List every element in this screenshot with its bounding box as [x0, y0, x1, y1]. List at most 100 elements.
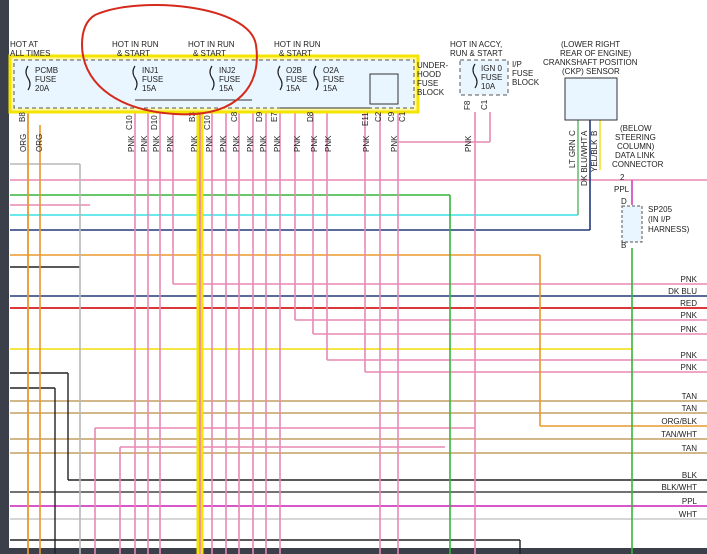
- right-wire-label: PNK: [681, 325, 698, 334]
- vertical-wire-label: PNK: [293, 135, 302, 152]
- right-wire-label: RED: [680, 299, 697, 308]
- ckp-pin-c: C: [568, 130, 577, 136]
- underhood-label: UNDER- HOOD FUSE BLOCK: [417, 61, 448, 97]
- fuse-name: O2A: [323, 66, 340, 75]
- pin-c10b: C10: [203, 115, 212, 130]
- pin-e11: E11: [361, 112, 370, 126]
- dlc-line: DATA LINK: [615, 151, 655, 160]
- vertical-wire-label: PNK: [205, 135, 214, 152]
- vertical-wire-label: PNK: [166, 135, 175, 152]
- vertical-wire-label: PNK: [310, 135, 319, 152]
- vertical-wire-labels: ORG ORG PNK PNK PNK PNK PNK PNK PNK PNK PNK PNK PNK P…: [19, 134, 473, 152]
- fuse-word: FUSE: [323, 75, 344, 84]
- fuse-symbol: [313, 65, 319, 91]
- dlc-wire: PPL: [614, 185, 630, 194]
- right-wire-label: TAN: [682, 444, 698, 453]
- right-wire-label: PNK: [681, 363, 698, 372]
- fuse-symbol: [209, 65, 215, 91]
- dlc-line: COLUMN): [617, 142, 655, 151]
- hot-label-2: & START: [279, 49, 312, 58]
- left-edge-bar: [0, 0, 9, 554]
- label-line: HOOD: [417, 70, 441, 79]
- pin-c2: C2: [374, 111, 383, 122]
- horizontal-wires: [10, 163, 707, 541]
- vertical-wire-label: PNK: [273, 135, 282, 152]
- vertical-wire-label: PNK: [324, 135, 333, 152]
- right-wire-label: TAN/WHT: [661, 430, 697, 439]
- fuse-symbol: [25, 65, 31, 91]
- vertical-wire-label: PNK: [232, 135, 241, 152]
- dlc-line: (BELOW: [620, 124, 652, 133]
- ckp-box: [564, 77, 618, 121]
- fuse-symbol: [472, 63, 478, 89]
- right-wire-label: PNK: [681, 351, 698, 360]
- hot-label-2: & START: [193, 49, 226, 58]
- hot-label-2: & START: [117, 49, 150, 58]
- dlc-line: CONNECTOR: [612, 160, 664, 169]
- right-wire-label: ORG/BLK: [661, 417, 697, 426]
- vertical-wire-label: ORG: [35, 134, 44, 152]
- right-wire-label: WHT: [679, 510, 697, 519]
- hot-label-1: HOT IN RUN: [274, 40, 321, 49]
- pin-c9: C9: [387, 111, 396, 122]
- ip-label-line: FUSE: [512, 69, 533, 78]
- fuse-o2b: O2B FUSE 15A HOT IN RUN & START: [274, 40, 321, 93]
- ckp-sensor: (LOWER RIGHT REAR OF ENGINE) CRANKSHAFT …: [543, 40, 638, 186]
- fuse-word: FUSE: [286, 75, 307, 84]
- fuse-name: O2B: [286, 66, 302, 75]
- fuse-amp: 15A: [142, 84, 157, 93]
- vertical-wire-label: PNK: [362, 135, 371, 152]
- right-wire-label: TAN: [682, 392, 698, 401]
- vertical-wire-label: PNK: [259, 135, 268, 152]
- red-annotation-circle: [80, 4, 258, 116]
- ckp-title-line: REAR OF ENGINE): [560, 49, 631, 58]
- label-line: UNDER-: [417, 61, 448, 70]
- pin-d10: D10: [150, 115, 159, 130]
- bus-link: [369, 73, 399, 105]
- fuse-o2a: O2A FUSE 15A: [313, 65, 344, 93]
- vertical-wire-label: ORG: [19, 134, 28, 152]
- right-wire-label: DK BLU: [668, 287, 697, 296]
- pin-c10: C10: [125, 115, 134, 130]
- fuse-block-pins: B8 C10 D10 B3 C10 C8 D9 E7 D8 E11 C2 C9 …: [18, 111, 407, 130]
- ckp-title-line: (LOWER RIGHT: [561, 40, 620, 49]
- pin-e7: E7: [270, 112, 279, 122]
- fuse-amp: 20A: [35, 84, 50, 93]
- fuse-name: INJ2: [219, 66, 236, 75]
- fuse-inj1: INJ1 FUSE 15A HOT IN RUN & START: [112, 40, 163, 93]
- pin-d9: D9: [255, 111, 264, 122]
- ip-label-line: I/P: [512, 60, 522, 69]
- fuse-name: INJ1: [142, 66, 159, 75]
- vertical-wire-label: PNK: [140, 135, 149, 152]
- pin-d8: D8: [306, 111, 315, 122]
- pin-c8: C8: [230, 111, 239, 122]
- fuse-amp: 15A: [286, 84, 301, 93]
- fuse-amp: 15A: [323, 84, 338, 93]
- vertical-wire-label: PNK: [219, 135, 228, 152]
- vertical-wire-label: PNK: [127, 135, 136, 152]
- right-wire-label: TAN: [682, 404, 698, 413]
- label-line: BLOCK: [417, 88, 445, 97]
- splice-sp205: D B SP205 (IN I/P HARNESS): [621, 197, 690, 250]
- vertical-wires: [27, 112, 633, 554]
- ckp-wire-dkbluwht: DK BLU/WHT: [580, 137, 589, 186]
- pin-b8: B8: [18, 112, 27, 122]
- ckp-wire-yelblk: YEL/BLK: [590, 139, 599, 172]
- hot-label-2: ALL TIMES: [10, 49, 50, 58]
- pin-f8: F8: [463, 100, 472, 110]
- fuse-word: FUSE: [142, 75, 163, 84]
- vertical-wire-label: PNK: [190, 135, 199, 152]
- dlc-pin: 2: [620, 173, 625, 182]
- fuse-amp: 10A: [481, 82, 496, 91]
- fuse-symbol: [132, 65, 138, 91]
- fuse-amp: 15A: [219, 84, 234, 93]
- bottom-edge-bar: [0, 548, 707, 554]
- pin-c1: C1: [480, 99, 489, 110]
- ckp-pin-b: B: [590, 131, 599, 136]
- ip-fuse-block: HOT IN ACCY, RUN & START IGN 0 FUSE 10A …: [450, 40, 540, 110]
- right-wire-label: BLK/WHT: [661, 483, 697, 492]
- fuse-word: FUSE: [481, 73, 502, 82]
- label-line: FUSE: [417, 79, 438, 88]
